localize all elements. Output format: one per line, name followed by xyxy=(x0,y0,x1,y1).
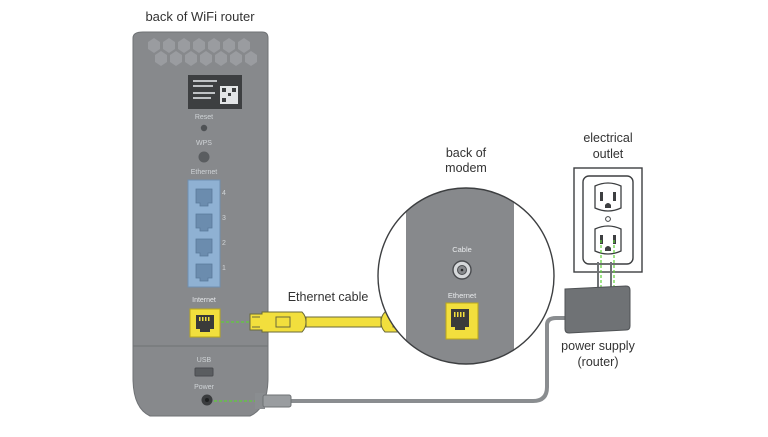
product-label xyxy=(188,75,242,109)
power-cable xyxy=(214,316,565,409)
power-jack-label: Power xyxy=(194,384,214,391)
lan-port-panel xyxy=(187,179,221,288)
outlet-label-line1: electrical xyxy=(583,131,633,145)
ethernet-cable-label: Ethernet cable xyxy=(287,290,369,304)
port-number-1: 1 xyxy=(222,265,226,272)
power-supply-label-line1: power supply xyxy=(561,339,635,353)
modem-label-line1: back of xyxy=(445,146,487,160)
power-supply-adapter xyxy=(564,262,631,334)
reset-button[interactable] xyxy=(200,124,208,132)
port-number-2: 2 xyxy=(222,240,226,247)
outlet-label-line2: outlet xyxy=(592,147,624,161)
modem-label-line2: modem xyxy=(445,161,487,175)
wps-label: WPS xyxy=(196,140,212,147)
vent-grille xyxy=(148,38,257,66)
internet-port-label: Internet xyxy=(192,297,216,304)
wifi-router xyxy=(132,31,269,417)
reset-label: Reset xyxy=(194,114,214,121)
modem-ethernet-port[interactable] xyxy=(445,302,479,340)
electrical-outlet xyxy=(573,167,643,287)
modem-ethernet-label: Ethernet xyxy=(447,291,477,300)
power-supply-label-line2: (router) xyxy=(577,355,619,369)
port-number-3: 3 xyxy=(222,215,226,222)
usb-port[interactable] xyxy=(194,367,214,377)
wps-button[interactable] xyxy=(198,151,210,163)
port-number-4: 4 xyxy=(222,190,226,197)
usb-label: USB xyxy=(196,357,212,364)
router-title: back of WiFi router xyxy=(145,9,255,24)
modem-cable-label: Cable xyxy=(452,245,472,254)
ethernet-ports-label: Ethernet xyxy=(190,169,218,176)
modem-callout xyxy=(377,187,555,365)
top-socket xyxy=(594,182,622,212)
internet-port[interactable] xyxy=(189,308,221,338)
bottom-socket xyxy=(594,225,622,255)
